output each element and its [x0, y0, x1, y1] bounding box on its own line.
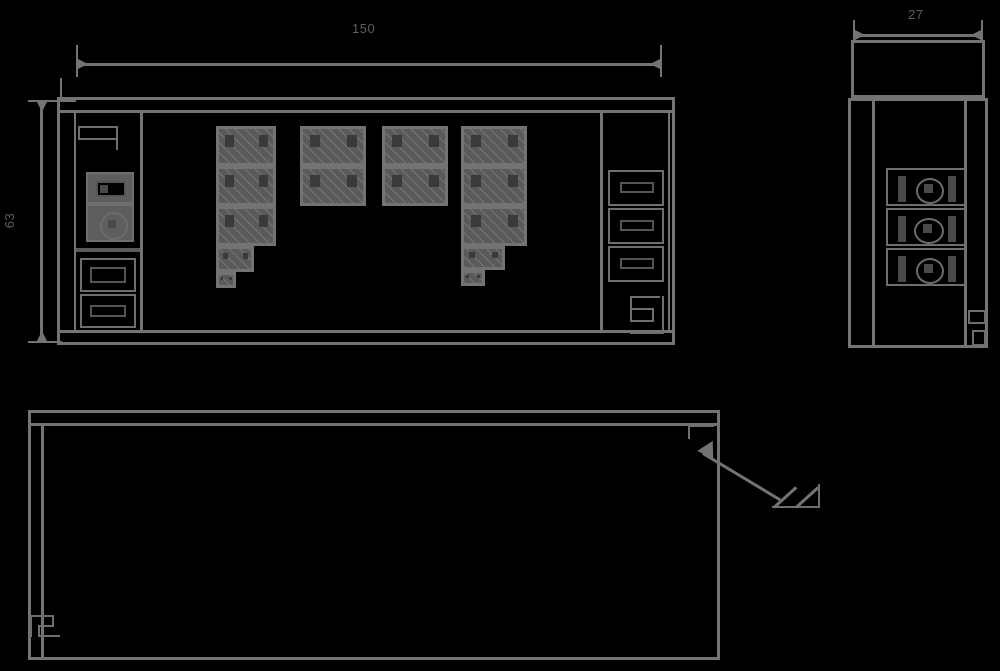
- rack-4-cell-2: [461, 166, 527, 206]
- left-bay-divider: [140, 113, 143, 331]
- fixture-basin: [86, 204, 134, 242]
- fixture-cabinet-lower: [80, 294, 136, 328]
- dim-ext-top-left: [28, 100, 62, 102]
- dim-arrow-bottom: [37, 331, 47, 341]
- dim-arrow-right: [650, 59, 660, 69]
- rack-assembly-4: [461, 126, 533, 286]
- rack-4-step-2: [461, 270, 485, 286]
- section-unit-2-left-bar: [898, 216, 906, 242]
- cabinet-lower-inner: [90, 305, 126, 317]
- dim-label-width: 150: [352, 21, 376, 36]
- leader-origin-tick: [688, 425, 714, 439]
- section-inner-left: [872, 101, 875, 345]
- section-notch-upper: [968, 310, 986, 324]
- dim-arrow-left: [78, 59, 88, 69]
- fixture-sink-drain: [100, 185, 108, 193]
- leader-tag: [772, 480, 822, 510]
- bottom-view-inner-top: [31, 423, 717, 426]
- right-unit-3-inner: [620, 258, 654, 269]
- bottom-view-inner-left: [41, 423, 44, 657]
- section-unit-2-ring: [914, 218, 944, 244]
- sec-dim-line: [853, 34, 983, 37]
- rack-assembly-3: [382, 126, 454, 216]
- right-unit-2: [608, 208, 664, 244]
- rack-3-cell-1: [382, 126, 448, 166]
- right-unit-1: [608, 170, 664, 206]
- section-notch-lower: [972, 330, 986, 346]
- section-unit-1: [886, 168, 966, 206]
- section-unit-2-hub: [923, 224, 932, 233]
- rack-4-step-1: [461, 246, 505, 270]
- rack-2-cell-1: [300, 126, 366, 166]
- right-unit-2-inner: [620, 220, 654, 231]
- left-bay-band: [76, 248, 140, 252]
- dim-ext-bottom-left: [28, 341, 62, 343]
- rack-assembly-1: [216, 126, 288, 288]
- corner-marker-symbol: [30, 615, 64, 647]
- rack-1-step-2: [216, 272, 236, 288]
- section-unit-3-left-bar: [898, 256, 906, 282]
- dim-line-height: [40, 100, 43, 343]
- fixture-sink: [86, 172, 134, 204]
- plan-inner-wall-bottom: [60, 330, 672, 333]
- left-bay-fitting-stem: [116, 126, 118, 150]
- left-bay-edge: [74, 113, 76, 331]
- right-unit-3: [608, 246, 664, 282]
- fixture-basin-drain: [108, 220, 116, 228]
- section-unit-1-hub: [924, 184, 933, 193]
- fixture-basin-ring: [100, 212, 128, 240]
- dim-corner-tick: [60, 100, 76, 102]
- rack-4-cell-3: [461, 206, 527, 246]
- sec-dim-ext-left: [853, 20, 855, 42]
- rack-1-cell-3: [216, 206, 276, 246]
- sec-dim-arrow-left: [855, 30, 865, 40]
- section-unit-2: [886, 208, 966, 246]
- section-body: [848, 98, 988, 348]
- right-bay-edge: [668, 113, 670, 331]
- section-unit-3-right-bar: [948, 256, 956, 282]
- right-bay-divider: [600, 113, 603, 331]
- section-unit-3: [886, 248, 966, 286]
- right-unit-1-inner: [620, 182, 654, 193]
- rack-1-step-1: [216, 246, 254, 272]
- rack-4-cell-1: [461, 126, 527, 166]
- section-unit-3-hub: [924, 264, 933, 273]
- sec-dim-label: 27: [908, 7, 924, 22]
- stair-zigzag-symbol: [630, 296, 674, 334]
- section-unit-2-right-bar: [948, 216, 956, 242]
- dim-ext-left-top: [76, 45, 78, 77]
- dim-label-height: 63: [2, 212, 18, 229]
- rack-1-cell-2: [216, 166, 276, 206]
- section-unit-1-ring: [916, 178, 944, 204]
- cabinet-upper-inner: [90, 267, 126, 283]
- fixture-cabinet-upper: [80, 258, 136, 292]
- section-top-band: [851, 40, 985, 98]
- section-unit-3-ring: [916, 258, 944, 284]
- left-bay-fitting: [78, 126, 118, 140]
- plan-inner-wall-top: [60, 110, 672, 113]
- sec-dim-arrow-right: [971, 30, 981, 40]
- plan-outer-wall: [57, 97, 675, 345]
- dim-ext-right-top: [660, 45, 662, 77]
- dim-corner-tick-v: [60, 78, 62, 102]
- sec-dim-ext-right: [981, 20, 983, 42]
- rack-3-cell-2: [382, 166, 448, 206]
- rack-assembly-2: [300, 126, 372, 216]
- rack-2-cell-2: [300, 166, 366, 206]
- dim-line-width: [76, 63, 662, 66]
- dim-arrow-top: [37, 102, 47, 112]
- bottom-view-outline: [28, 410, 720, 660]
- section-unit-1-left-bar: [898, 176, 906, 202]
- rack-1-cell-1: [216, 126, 276, 166]
- section-unit-1-right-bar: [948, 176, 956, 202]
